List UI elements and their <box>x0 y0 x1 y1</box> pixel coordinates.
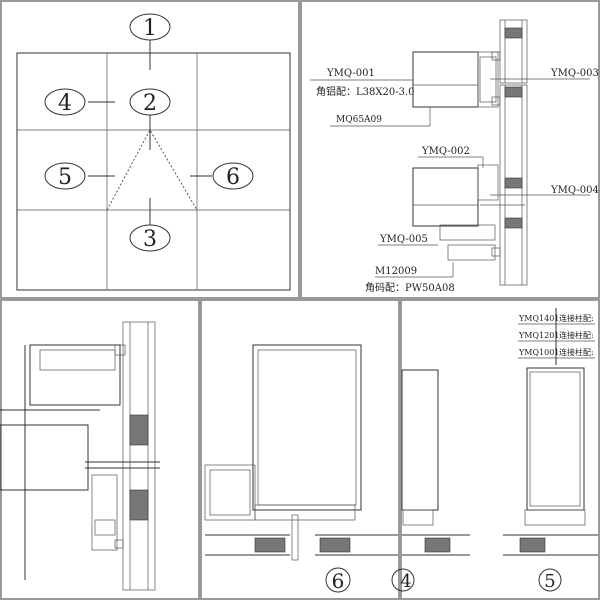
svg-text:4: 4 <box>58 91 72 116</box>
profile-upper <box>412 51 501 261</box>
label-ymq001: YMQ-001 <box>326 68 375 79</box>
spec-note: 连接柱配: <box>559 347 594 357</box>
label-ymq002: YMQ-002 <box>421 146 470 157</box>
label-corner-code: 角码配：PW50A08 <box>365 282 455 294</box>
svg-text:3: 3 <box>143 227 157 252</box>
svg-text:4: 4 <box>400 571 411 592</box>
label-corner-aluminum: 角铝配：L38X20-3.0 <box>316 86 415 98</box>
leader-lines <box>310 78 590 278</box>
spec-note: 连接柱配: <box>559 330 594 340</box>
spec-note: 连接柱配: <box>559 313 594 323</box>
spec-code: YMQ1001 <box>518 348 559 357</box>
marker-6: 6 <box>212 162 254 190</box>
label-ymq003: YMQ-003 <box>550 68 599 79</box>
glass-upper <box>480 19 528 286</box>
marker-2: 2 <box>129 88 171 116</box>
marker-detail-4: 4 <box>391 568 415 592</box>
marker-3: 3 <box>129 224 171 252</box>
svg-text:6: 6 <box>226 165 240 190</box>
svg-text:2: 2 <box>143 91 157 116</box>
svg-text:5: 5 <box>58 165 72 190</box>
marker-5: 5 <box>44 162 86 190</box>
spec-table: YMQ1401 连接柱配: YMQ1201 连接柱配: YMQ1001 连接柱配… <box>518 313 594 357</box>
detail-45-panel: YMQ1401 连接柱配: YMQ1201 连接柱配: YMQ1001 连接柱配… <box>391 308 598 592</box>
label-ymq004: YMQ-004 <box>550 185 599 196</box>
detail-6-panel: 6 <box>204 344 398 593</box>
svg-text:5: 5 <box>544 571 555 592</box>
marker-detail-6: 6 <box>325 567 351 593</box>
marker-1: 1 <box>129 13 171 41</box>
label-mq65a09: MQ65A09 <box>336 115 382 125</box>
label-ymq005: YMQ-005 <box>379 234 428 245</box>
svg-text:1: 1 <box>143 16 157 41</box>
detail-enlarged-panel <box>0 321 160 591</box>
section-panel: YMQ-001 角铝配：L38X20-3.0 MQ65A09 YMQ-003 Y… <box>310 19 599 294</box>
svg-text:6: 6 <box>332 569 345 593</box>
spec-code: YMQ1201 <box>518 331 559 340</box>
label-m12009: M12009 <box>375 266 417 277</box>
marker-detail-5: 5 <box>538 568 562 592</box>
spec-code: YMQ1401 <box>518 314 559 323</box>
elevation-panel: 1 2 3 4 5 6 <box>16 13 291 291</box>
marker-4: 4 <box>44 88 86 116</box>
